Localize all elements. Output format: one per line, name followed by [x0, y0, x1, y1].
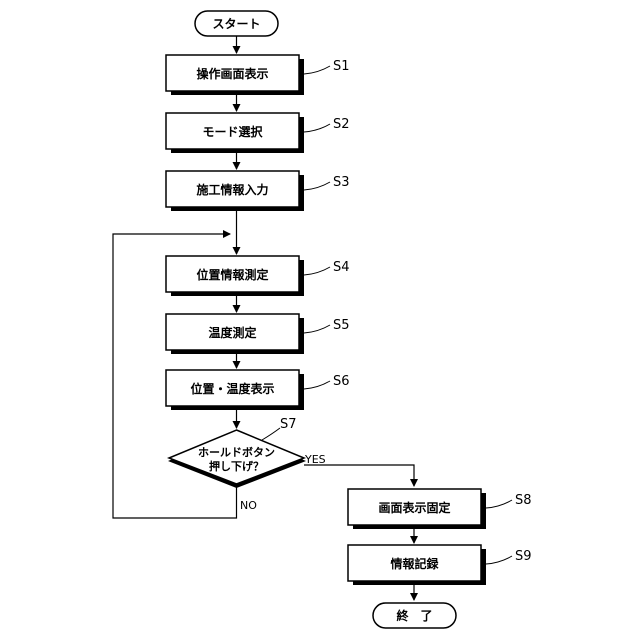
process-box-s6: 位置・温度表示 — [166, 370, 304, 410]
step-leader-s3 — [304, 182, 330, 190]
s7-label-line1: ホールドボタン — [198, 445, 275, 459]
s5-label: 温度測定 — [208, 325, 256, 340]
s1-label: 操作画面表示 — [196, 66, 268, 81]
start-terminal: スタート — [195, 11, 278, 36]
process-box-s4: 位置情報測定 — [166, 256, 304, 296]
s4-label: 位置情報測定 — [196, 267, 268, 282]
step-label-s1: S1 — [333, 59, 350, 74]
process-box-s9: 情報記録 — [348, 545, 486, 585]
s9-label: 情報記録 — [390, 556, 439, 571]
s8-label: 画面表示固定 — [378, 500, 450, 515]
process-box-s3: 施工情報入力 — [166, 171, 304, 211]
step-label-s9: S9 — [515, 549, 532, 564]
step-label-s3: S3 — [333, 175, 350, 190]
step-label-s2: S2 — [333, 117, 350, 132]
step-leader-s5 — [304, 325, 330, 333]
step-leader-s1 — [304, 66, 330, 74]
step-leader-s4 — [304, 267, 330, 275]
arrow-yes-s8 — [304, 465, 414, 486]
no-label: NO — [240, 499, 257, 512]
s6-label: 位置・温度表示 — [190, 381, 274, 396]
step-label-s7: S7 — [280, 417, 297, 432]
step-leader-s2 — [304, 124, 330, 132]
end-label: 終 了 — [396, 608, 432, 623]
process-box-s8: 画面表示固定 — [348, 489, 486, 529]
step-label-s4: S4 — [333, 260, 350, 275]
s2-label: モード選択 — [202, 124, 263, 139]
start-label: スタート — [212, 17, 260, 31]
process-box-s1: 操作画面表示 — [166, 55, 304, 95]
step-leader-s6 — [304, 381, 330, 389]
step-label-s6: S6 — [333, 374, 350, 389]
step-label-s8: S8 — [515, 493, 532, 508]
yes-label: YES — [304, 453, 326, 466]
step-leader-s8 — [486, 500, 512, 508]
step-label-s5: S5 — [333, 318, 350, 333]
end-terminal: 終 了 — [373, 603, 456, 628]
decision-diamond-s7: ホールドボタン 押し下げ？ — [168, 430, 306, 488]
step-leader-s7 — [262, 428, 280, 440]
process-box-s2: モード選択 — [166, 113, 304, 153]
process-box-s5: 温度測定 — [166, 314, 304, 354]
s3-label: 施工情報入力 — [196, 182, 268, 197]
step-leader-s9 — [486, 556, 512, 564]
s7-label-line2: 押し下げ？ — [209, 459, 264, 473]
